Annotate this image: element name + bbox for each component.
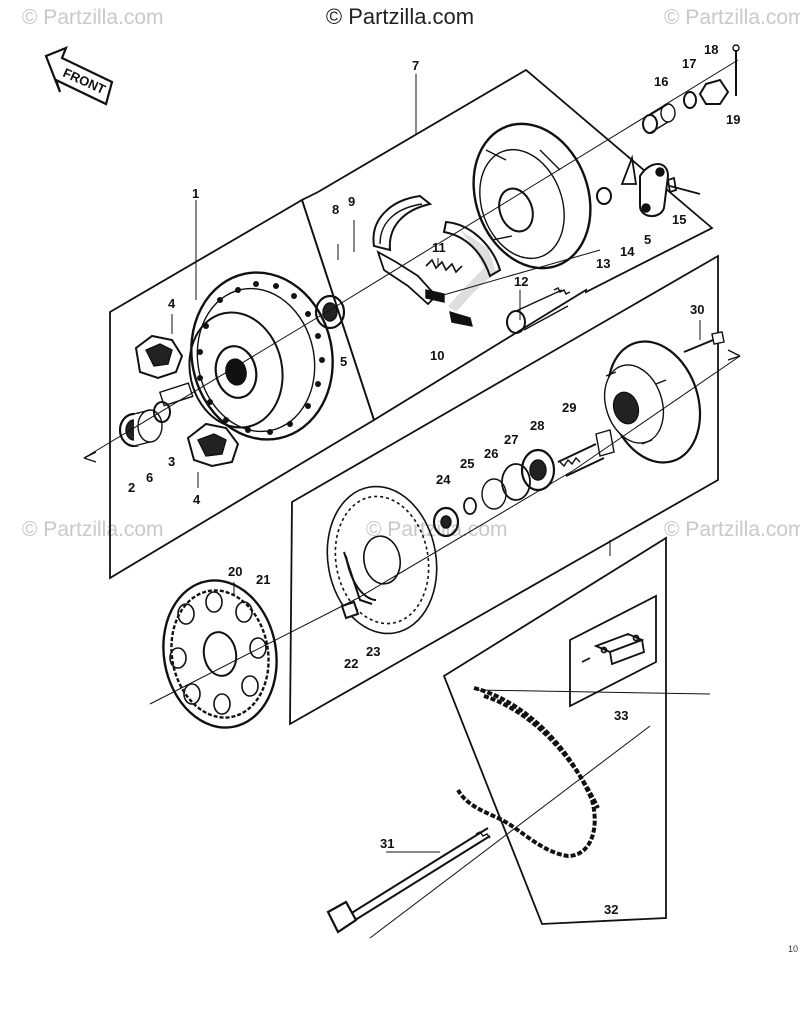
page-number: 10 [787,944,798,954]
frame-chain [442,536,667,925]
callout-32: 31 [380,836,394,851]
callout-20: 19 [726,112,740,127]
rear-axle [326,827,491,934]
callout-14: 14 [620,244,635,259]
callout-26: 25 [460,456,474,471]
callout-5-hub: 5 [340,354,347,369]
callout-34: 33 [614,708,628,723]
axle-washer [683,91,697,109]
drive-chain [456,686,600,859]
hub-damper-bottom [186,422,240,468]
callout-10: 10 [430,348,444,363]
axle-nut [698,78,730,105]
group-frames [109,68,719,925]
callout-3: 3 [168,454,175,469]
frame-sprocket-coupling [289,254,719,726]
cotter-pin [732,44,740,96]
master-link [581,633,646,666]
coupling-shaft [557,429,615,477]
front-arrow-icon: FRONT [44,46,114,106]
watermark-main: © Partzilla.com [325,4,475,29]
callout-29: 28 [530,418,544,433]
lock-washer [343,551,373,605]
sprocket-coupling-drawing [603,340,702,464]
frame-wheel-hub [109,198,376,580]
coupling-bearing [432,448,556,538]
callout-33: 32 [604,902,618,917]
coupling-stud [683,331,725,353]
callout-16: 15 [672,212,686,227]
brake-cam [506,287,571,334]
callout-1: 1 [192,186,199,201]
callout-18: 17 [682,56,696,71]
return-spring [425,258,463,274]
callout-25: 24 [436,472,451,487]
callout-24: 23 [366,644,380,659]
watermark-top-right: © Partzilla.com [664,6,800,29]
bearing-left [118,409,163,448]
callout-22: 21 [256,572,270,587]
brake-shoe-upper [372,194,438,306]
watermark-mid-right: © Partzilla.com [664,518,800,541]
watermark-top-left: © Partzilla.com [22,6,164,29]
callout-4-bottom: 4 [193,492,201,507]
callout-labels: 1 2 3 4 4 5 5 6 7 8 9 10 11 12 13 14 15 … [128,42,740,917]
callout-23: 22 [344,656,358,671]
frame-brake-panel [300,68,714,422]
brake-lever [639,163,670,217]
callout-28: 27 [504,432,518,447]
drive-sprocket [162,579,278,729]
callout-4-top: 4 [168,296,176,311]
sprocket-nut [340,600,360,620]
callout-5-lever: 5 [644,232,651,247]
callout-13: 13 [596,256,610,271]
callout-31: 30 [690,302,704,317]
axle-sleeve [642,103,676,134]
callout-11: 11 [432,240,446,255]
callout-9: 9 [348,194,355,209]
callout-27: 26 [484,446,498,461]
callout-6: 6 [146,470,153,485]
callout-19: 18 [704,42,718,57]
callout-8: 8 [332,202,339,217]
callout-17: 16 [654,74,668,89]
leader-lines [171,74,701,853]
callout-21: 20 [228,564,242,579]
watermark-mid-left: © Partzilla.com [22,518,164,541]
hub-damper-top [134,334,184,380]
explode-lines [83,59,741,939]
brake-panel-drawing [472,122,592,270]
callout-12: 12 [514,274,528,289]
callout-7: 7 [412,58,419,73]
brake-shoe-lower [425,220,502,327]
wear-indicator [620,154,638,185]
callout-2: 2 [128,480,135,495]
wheel-hub-drawing [188,271,334,441]
sprocket-rear-ghost [326,485,438,635]
frame-master-link [569,594,657,708]
lever-bolt [666,176,701,195]
cam-seal [596,187,612,205]
callout-30: 29 [562,400,576,415]
